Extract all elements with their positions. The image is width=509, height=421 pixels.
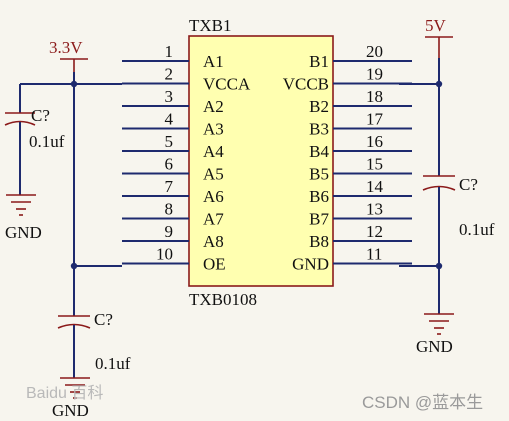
pin-name: B7 [309, 210, 329, 229]
left-pin-5: 5A4 [122, 132, 224, 161]
ground-symbol-right: GND [416, 313, 454, 356]
chip-body [188, 35, 334, 287]
pin-name: A8 [203, 232, 224, 251]
pin-number: 2 [165, 65, 174, 84]
cap-bottom-value: 0.1uf [95, 354, 131, 373]
pin-number: 14 [366, 177, 384, 196]
capacitor-right: C? 0.1uf [422, 175, 495, 314]
junction-oe [70, 262, 78, 270]
pin-name: A5 [203, 165, 224, 184]
chip-designator: TXB1 [189, 16, 232, 35]
ground-symbol-left: GND [5, 194, 42, 242]
right-pins: 20B119VCCB18B217B316B415B514B613B712B811… [283, 42, 412, 274]
power-label-3v3: 3.3V [49, 38, 83, 57]
junction-gnd [435, 262, 443, 270]
power-symbol-3v3: 3.3V [49, 38, 88, 72]
left-pin-8: 8A7 [122, 200, 224, 229]
ground-label-left: GND [5, 223, 42, 242]
pin-number: 18 [366, 87, 383, 106]
pin-name: A1 [203, 52, 224, 71]
pin-number: 8 [165, 200, 174, 219]
junction-vccb [435, 80, 443, 88]
pin-number: 19 [366, 65, 383, 84]
pin-name: B1 [309, 52, 329, 71]
pin-name: OE [203, 255, 226, 274]
left-pin-6: 6A5 [122, 155, 224, 184]
capacitor-left-top: C? 0.1uf [4, 84, 65, 195]
pin-number: 11 [366, 245, 382, 264]
ground-label-right: GND [416, 337, 453, 356]
pin-number: 10 [156, 245, 173, 264]
ground-symbol-bottom: GND [52, 377, 90, 420]
cap-bottom-ref: C? [94, 310, 113, 329]
pin-number: 12 [366, 222, 383, 241]
pin-number: 3 [165, 87, 174, 106]
left-pin-3: 3A2 [122, 87, 224, 116]
pin-number: 13 [366, 200, 383, 219]
pin-name: B4 [309, 142, 329, 161]
left-pin-1: 1A1 [122, 42, 224, 71]
pin-number: 1 [165, 42, 174, 61]
cap-right-ref: C? [459, 175, 478, 194]
pin-name: VCCA [203, 75, 251, 94]
pin-number: 4 [165, 110, 174, 129]
pin-number: 7 [165, 177, 174, 196]
power-label-5v: 5V [425, 16, 447, 35]
pin-name: B8 [309, 232, 329, 251]
pin-name: B6 [309, 187, 329, 206]
pin-name: GND [292, 255, 329, 274]
pin-name: A7 [203, 210, 224, 229]
pin-number: 16 [366, 132, 383, 151]
pin-name: A2 [203, 97, 224, 116]
pin-name: B5 [309, 165, 329, 184]
cap-left-top-ref: C? [31, 106, 50, 125]
capacitor-bottom: C? 0.1uf [57, 310, 131, 378]
pin-name: A3 [203, 120, 224, 139]
pin-name: B3 [309, 120, 329, 139]
pin-number: 17 [366, 110, 384, 129]
pin-number: 9 [165, 222, 174, 241]
cap-right-value: 0.1uf [459, 220, 495, 239]
pin-number: 5 [165, 132, 174, 151]
pin-name: A4 [203, 142, 224, 161]
pin-name: VCCB [283, 75, 329, 94]
pin-number: 6 [165, 155, 174, 174]
ground-label-bottom: GND [52, 401, 89, 420]
left-pin-4: 4A3 [122, 110, 224, 139]
chip-part-number: TXB0108 [189, 290, 257, 309]
cap-left-top-value: 0.1uf [29, 132, 65, 151]
pin-name: B2 [309, 97, 329, 116]
power-symbol-5v: 5V [425, 16, 453, 58]
left-pin-9: 9A8 [122, 222, 224, 251]
left-pin-7: 7A6 [122, 177, 224, 206]
pin-name: A6 [203, 187, 224, 206]
pin-number: 15 [366, 155, 383, 174]
watermark-baidu: Baidu 百科 [26, 384, 103, 402]
pin-number: 20 [366, 42, 383, 61]
junction-vcca [70, 80, 78, 88]
watermark-csdn: CSDN @蓝本生 [362, 393, 483, 412]
